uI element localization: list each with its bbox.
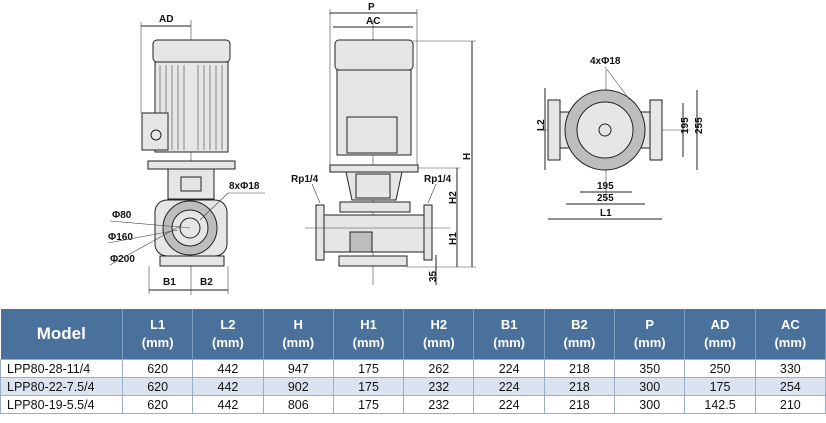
model-cell: LPP80-22-7.5/4 xyxy=(0,377,123,396)
dimension-cell: 947 xyxy=(262,359,334,378)
column-header-h2: H2(mm) xyxy=(403,309,475,360)
horizontal-255-label: 255 xyxy=(597,193,614,204)
top-view: 4xΦ18 L2 195 255 195 255 L1 xyxy=(536,56,705,220)
dimension-cell: 442 xyxy=(192,395,264,414)
vertical-195-label: 195 xyxy=(680,117,691,134)
dimension-cell: 175 xyxy=(332,377,405,396)
dimension-cell: 224 xyxy=(473,377,545,396)
dimension-table: Model L1(mm) L2(mm) H(mm) H1(mm) H2(mm) … xyxy=(0,309,826,414)
dimension-cell: 210 xyxy=(754,395,826,414)
dimension-cell: 224 xyxy=(473,395,545,414)
column-header-l1: L1(mm) xyxy=(122,309,194,360)
dimension-cell: 902 xyxy=(262,377,334,396)
dimension-cell: 218 xyxy=(543,395,616,414)
dimension-cell: 350 xyxy=(614,359,686,378)
ad-label: AD xyxy=(159,14,173,25)
column-header-ac: AC(mm) xyxy=(755,309,826,360)
front-view: AD 8xΦ18 Φ80 Φ160 Φ200 B1 B2 xyxy=(107,14,265,295)
dimension-cell: 142.5 xyxy=(684,395,756,414)
dimension-cell: 232 xyxy=(403,395,475,414)
vertical-255-label: 255 xyxy=(694,117,705,134)
dimension-cell: 175 xyxy=(332,359,405,378)
dimension-cell: 175 xyxy=(332,395,405,414)
base-height-label: 35 xyxy=(428,270,439,282)
b1-label: B1 xyxy=(163,277,176,288)
column-header-b2: B2(mm) xyxy=(544,309,616,360)
l2-label: L2 xyxy=(536,119,547,131)
dimension-cell: 250 xyxy=(684,359,756,378)
model-cell: LPP80-19-5.5/4 xyxy=(0,395,123,414)
column-header-model: Model xyxy=(0,309,123,360)
dimension-cell: 620 xyxy=(121,359,194,378)
column-header-b1: B1(mm) xyxy=(473,309,545,360)
dimension-cell: 175 xyxy=(684,377,756,396)
flange-holes-label: 8xΦ18 xyxy=(229,181,260,192)
b2-label: B2 xyxy=(200,277,213,288)
column-header-l2: L2(mm) xyxy=(192,309,264,360)
h-label: H xyxy=(462,153,473,160)
dimension-cell: 262 xyxy=(403,359,475,378)
rp-right-label: Rp1/4 xyxy=(424,174,452,185)
h2-label: H2 xyxy=(448,191,459,204)
ac-label: AC xyxy=(366,16,380,27)
column-header-h1: H1(mm) xyxy=(333,309,405,360)
top-holes-label: 4xΦ18 xyxy=(590,56,621,67)
dimension-cell: 330 xyxy=(754,359,826,378)
rp-left-label: Rp1/4 xyxy=(291,174,319,185)
dimension-cell: 620 xyxy=(121,395,194,414)
horizontal-195-label: 195 xyxy=(597,181,614,192)
l1-label: L1 xyxy=(600,208,612,219)
diameter-160-label: Φ160 xyxy=(108,232,133,243)
column-header-h: H(mm) xyxy=(263,309,334,360)
column-header-p: P(mm) xyxy=(614,309,686,360)
dimension-cell: 620 xyxy=(121,377,194,396)
diameter-200-label: Φ200 xyxy=(110,254,135,265)
dimension-cell: 232 xyxy=(403,377,475,396)
dimension-cell: 300 xyxy=(614,395,686,414)
dimension-cell: 442 xyxy=(192,359,264,378)
h1-label: H1 xyxy=(448,232,459,245)
dimension-cell: 300 xyxy=(614,377,686,396)
column-header-ad: AD(mm) xyxy=(684,309,756,360)
dimension-cell: 254 xyxy=(754,377,826,396)
diameter-80-label: Φ80 xyxy=(112,210,132,221)
model-cell: LPP80-28-11/4 xyxy=(0,359,123,378)
pump-dimension-drawing: AD 8xΦ18 Φ80 Φ160 Φ200 B1 B2 xyxy=(107,2,705,295)
dimension-cell: 806 xyxy=(262,395,334,414)
dimension-cell: 218 xyxy=(543,377,616,396)
dimension-cell: 218 xyxy=(543,359,616,378)
dimension-cell: 442 xyxy=(192,377,264,396)
side-view: P AC H H2 H1 35 Rp1/4 Rp1/4 xyxy=(291,2,476,285)
table-header-row: Model L1(mm) L2(mm) H(mm) H1(mm) H2(mm) … xyxy=(0,309,826,360)
dimension-cell: 224 xyxy=(473,359,545,378)
p-label: P xyxy=(368,2,375,13)
